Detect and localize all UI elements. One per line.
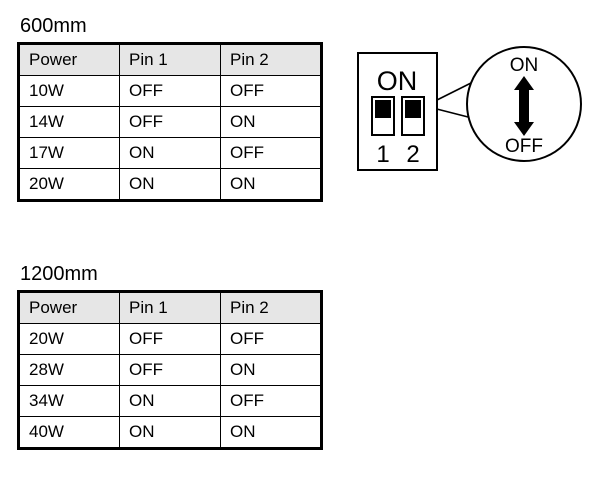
table-row: 10W OFF OFF xyxy=(18,75,322,107)
cell-pin2: ON xyxy=(220,354,322,386)
cell-pin2: OFF xyxy=(220,323,322,355)
callout-on-label: ON xyxy=(510,55,539,76)
cell-pin2: ON xyxy=(220,168,322,201)
cell-power: 40W xyxy=(18,416,120,449)
cell-pin2: ON xyxy=(220,416,322,449)
column-header-pin2: Pin 2 xyxy=(220,43,322,76)
power-table-block-1200mm: 1200mm Power Pin 1 Pin 2 20W OFF OFF 28W… xyxy=(17,262,323,450)
table-title-600mm: 600mm xyxy=(20,15,87,37)
switch-number-1: 1 xyxy=(376,141,389,168)
table-title-1200mm: 1200mm xyxy=(20,263,98,285)
column-header-power: Power xyxy=(18,291,120,324)
cell-pin1: OFF xyxy=(119,106,221,138)
cell-pin1: OFF xyxy=(119,323,221,355)
table-row: 40W ON ON xyxy=(18,416,322,449)
cell-pin1: ON xyxy=(119,416,221,449)
cell-pin2: OFF xyxy=(220,385,322,417)
cell-pin1: ON xyxy=(119,168,221,201)
switch-toggle-2-up[interactable] xyxy=(405,100,421,118)
callout-off-label: OFF xyxy=(505,136,543,157)
dip-switch-diagram: ON 1 2 ON OFF xyxy=(350,40,600,180)
cell-pin1: OFF xyxy=(119,354,221,386)
column-header-power: Power xyxy=(18,43,120,76)
cell-power: 20W xyxy=(18,168,120,201)
cell-pin1: OFF xyxy=(119,75,221,107)
cell-power: 34W xyxy=(18,385,120,417)
cell-pin1: ON xyxy=(119,137,221,169)
table-header-row: Power Pin 1 Pin 2 xyxy=(18,43,322,76)
table-header-row: Power Pin 1 Pin 2 xyxy=(18,291,322,324)
power-table-600mm: Power Pin 1 Pin 2 10W OFF OFF 14W OFF ON… xyxy=(17,42,323,202)
cell-pin1: ON xyxy=(119,385,221,417)
table-row: 14W OFF ON xyxy=(18,106,322,138)
power-table-1200mm: Power Pin 1 Pin 2 20W OFF OFF 28W OFF ON… xyxy=(17,290,323,450)
switch-toggle-1-up[interactable] xyxy=(375,100,391,118)
column-header-pin1: Pin 1 xyxy=(119,43,221,76)
cell-power: 14W xyxy=(18,106,120,138)
cell-power: 20W xyxy=(18,323,120,355)
table-row: 34W ON OFF xyxy=(18,385,322,417)
table-row: 20W ON ON xyxy=(18,168,322,201)
power-table-block-600mm: 600mm Power Pin 1 Pin 2 10W OFF OFF 14W … xyxy=(17,14,323,202)
cell-power: 10W xyxy=(18,75,120,107)
cell-power: 17W xyxy=(18,137,120,169)
cell-pin2: OFF xyxy=(220,75,322,107)
table-row: 17W ON OFF xyxy=(18,137,322,169)
cell-power: 28W xyxy=(18,354,120,386)
column-header-pin2: Pin 2 xyxy=(220,291,322,324)
cell-pin2: ON xyxy=(220,106,322,138)
column-header-pin1: Pin 1 xyxy=(119,291,221,324)
table-row: 28W OFF ON xyxy=(18,354,322,386)
table-row: 20W OFF OFF xyxy=(18,323,322,355)
double-vertical-arrow-icon xyxy=(514,76,534,136)
cell-pin2: OFF xyxy=(220,137,322,169)
switch-number-2: 2 xyxy=(406,141,419,168)
dip-on-label: ON xyxy=(377,66,418,96)
